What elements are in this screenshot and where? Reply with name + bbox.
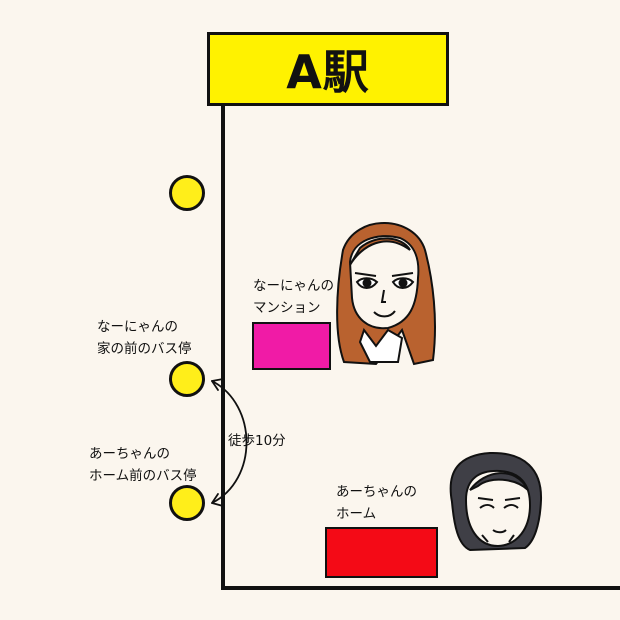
ah-home-label-line1: あーちゃんの — [336, 484, 417, 500]
bus-stop-top — [169, 175, 205, 211]
nanyan-busstop-label-line2: 家の前のバス停 — [97, 341, 192, 357]
nanyan-character-icon — [336, 222, 437, 366]
station-name: A駅 — [286, 45, 370, 99]
nanyan-mansion-block — [252, 322, 331, 370]
bus-stop-ah — [169, 485, 205, 521]
ah-home-block — [325, 527, 438, 578]
ah-home-label: あーちゃんの ホーム — [336, 481, 417, 525]
nanyan-mansion-label-line1: なーにゃんの — [253, 278, 334, 294]
nanyan-mansion-label-line2: マンション — [253, 300, 321, 316]
station-sign: A駅 — [207, 32, 449, 106]
road-horizontal — [221, 586, 620, 590]
ah-busstop-label: あーちゃんの ホーム前のバス停 — [89, 443, 197, 487]
nanyan-busstop-label-line1: なーにゃんの — [97, 319, 178, 335]
walk-arrow-icon — [211, 378, 248, 507]
nanyan-busstop-label: なーにゃんの 家の前のバス停 — [97, 316, 192, 360]
bus-stop-nanyan — [169, 361, 205, 397]
nanyan-mansion-label: なーにゃんの マンション — [253, 275, 334, 319]
ah-busstop-label-line2: ホーム前のバス停 — [89, 468, 197, 484]
ah-home-label-line2: ホーム — [336, 506, 377, 522]
ah-busstop-label-line1: あーちゃんの — [89, 446, 170, 462]
ah-chan-character-icon — [449, 451, 543, 552]
walk-time-label: 徒歩10分 — [228, 433, 286, 449]
road-vertical — [221, 106, 225, 590]
